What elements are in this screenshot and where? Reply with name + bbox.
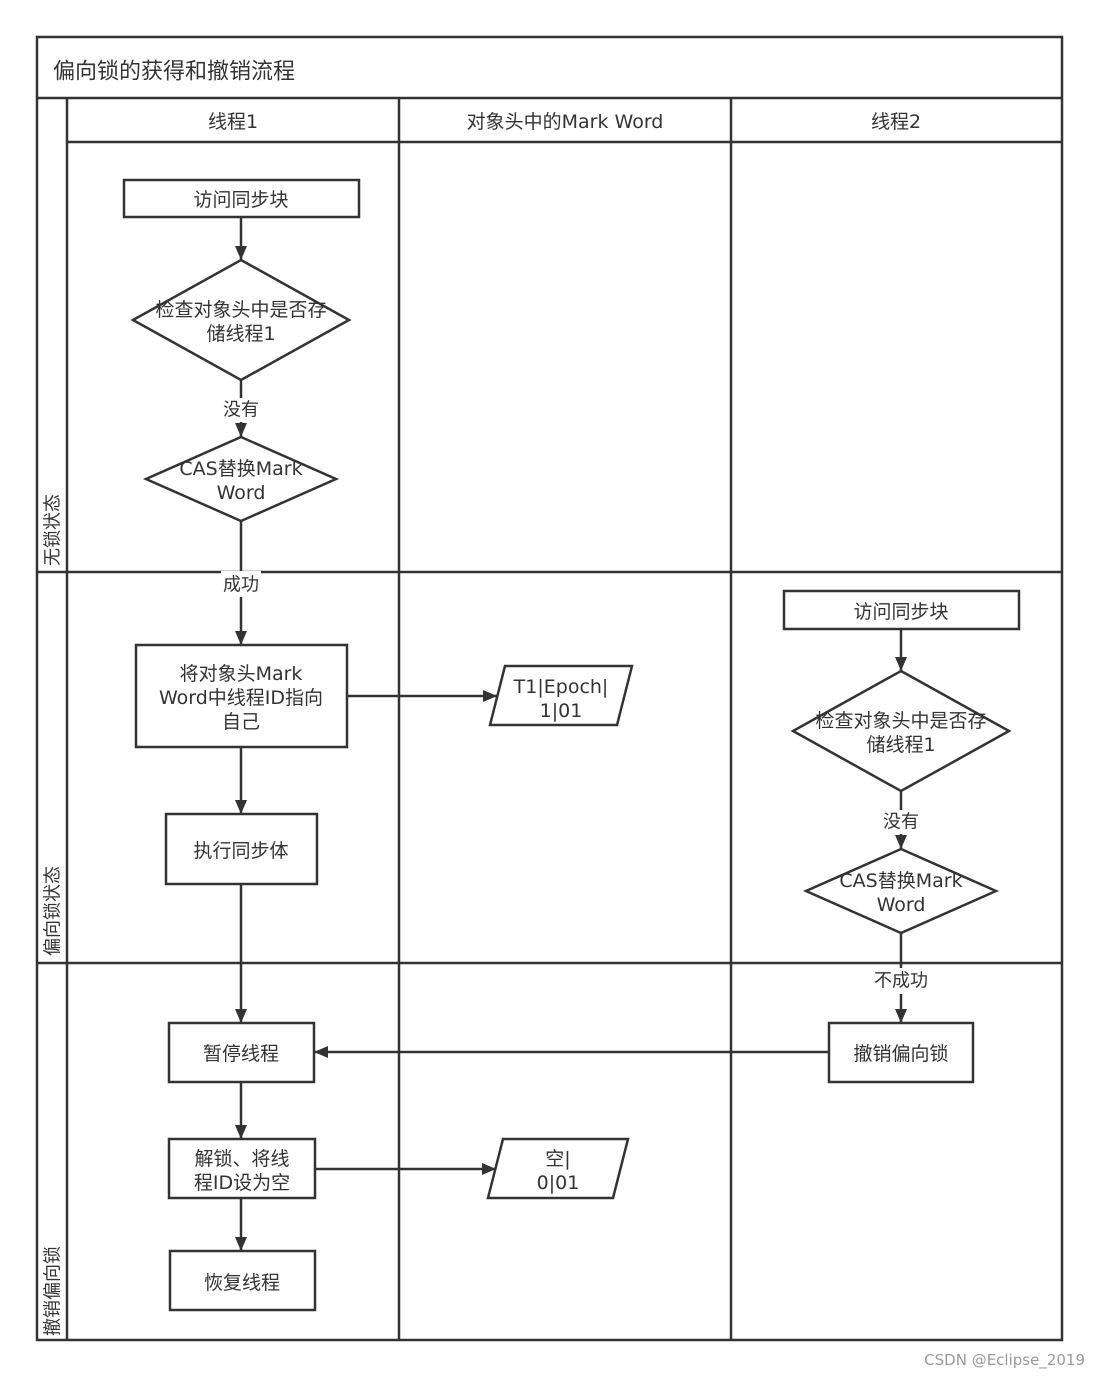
edges	[235, 217, 907, 1251]
node-t2-revoke: 撤销偏向锁	[827, 1021, 975, 1084]
node-t1-access-label: 访问同步块	[193, 189, 288, 211]
node-t1-resume: 恢复线程	[168, 1249, 317, 1312]
edge-labels: 没有 成功 没有 不成功	[221, 398, 931, 994]
node-t1-check-line-1: 检查对象头中是否存	[155, 299, 326, 321]
row-header-unlocked: 无锁状态	[43, 494, 64, 566]
node-markword-biased-line-2: 1|01	[540, 700, 583, 722]
node-t2-access: 访问同步块	[782, 589, 1021, 631]
edge-label-t2-fail: 不成功	[874, 971, 928, 992]
node-markword-empty-line-1: 空|	[545, 1148, 570, 1170]
node-t2-cas: CAS替换Mark Word	[802, 847, 1000, 935]
edge-label-t1-success: 成功	[223, 575, 259, 596]
row-header-biased: 偏向锁状态	[43, 866, 64, 956]
node-t1-exec: 执行同步体	[164, 812, 319, 886]
node-t1-point-line-2: Word中线程ID指向	[159, 687, 323, 709]
watermark: CSDN @Eclipse_2019	[924, 1351, 1085, 1370]
node-t2-check-line-1: 检查对象头中是否存	[815, 710, 986, 732]
node-t1-pause: 暂停线程	[167, 1021, 316, 1084]
node-t1-unlock: 解锁、将线 程ID设为空	[167, 1137, 317, 1200]
diagram-title: 偏向锁的获得和撤销流程	[53, 60, 295, 85]
outer-border	[35, 35, 1064, 1342]
node-markword-biased-line-1: T1|Epoch|	[513, 676, 609, 698]
node-t1-cas: CAS替换Mark Word	[142, 435, 340, 523]
column-headers: 线程1 对象头中的Mark Word 线程2	[208, 111, 921, 133]
node-t2-revoke-label: 撤销偏向锁	[853, 1043, 948, 1065]
node-markword-empty: 空| 0|01	[486, 1137, 630, 1200]
node-t1-pause-label: 暂停线程	[203, 1043, 279, 1065]
node-markword-biased: T1|Epoch| 1|01	[488, 664, 634, 727]
node-t1-exec-label: 执行同步体	[193, 840, 288, 862]
node-t1-cas-line-2: Word	[217, 482, 266, 504]
node-t1-cas-line-1: CAS替换Mark	[179, 458, 302, 480]
node-t2-check-line-2: 储线程1	[866, 734, 935, 756]
node-t1-point-line-3: 自己	[222, 711, 260, 733]
node-t2-check: 检查对象头中是否存 储线程1	[790, 669, 1012, 793]
node-markword-empty-line-2: 0|01	[537, 1172, 580, 1194]
lane-header-mark-word: 对象头中的Mark Word	[467, 111, 664, 133]
node-t1-point: 将对象头Mark Word中线程ID指向 自己	[134, 643, 349, 749]
node-t1-check-line-2: 储线程1	[206, 323, 275, 345]
lane-header-thread1: 线程1	[208, 111, 258, 133]
edge-label-t1-no: 没有	[223, 400, 259, 421]
edge-label-t2-no: 没有	[883, 812, 919, 833]
node-t1-point-line-1: 将对象头Mark	[180, 663, 303, 685]
node-t1-unlock-line-2: 程ID设为空	[194, 1172, 290, 1194]
lane-header-thread2: 线程2	[871, 111, 921, 133]
node-t1-check: 检查对象头中是否存 储线程1	[130, 258, 352, 382]
node-t2-access-label: 访问同步块	[853, 601, 948, 623]
diagram-frame	[35, 35, 1064, 1342]
node-t2-cas-line-1: CAS替换Mark	[839, 870, 962, 892]
node-t1-access: 访问同步块	[122, 178, 361, 219]
row-header-revoke: 撤销偏向锁	[43, 1246, 64, 1336]
node-t2-cas-line-2: Word	[877, 894, 926, 916]
row-headers: 无锁状态 偏向锁状态 撤销偏向锁	[43, 494, 64, 1336]
node-t1-unlock-line-1: 解锁、将线	[194, 1148, 289, 1170]
node-t1-resume-label: 恢复线程	[204, 1272, 280, 1294]
